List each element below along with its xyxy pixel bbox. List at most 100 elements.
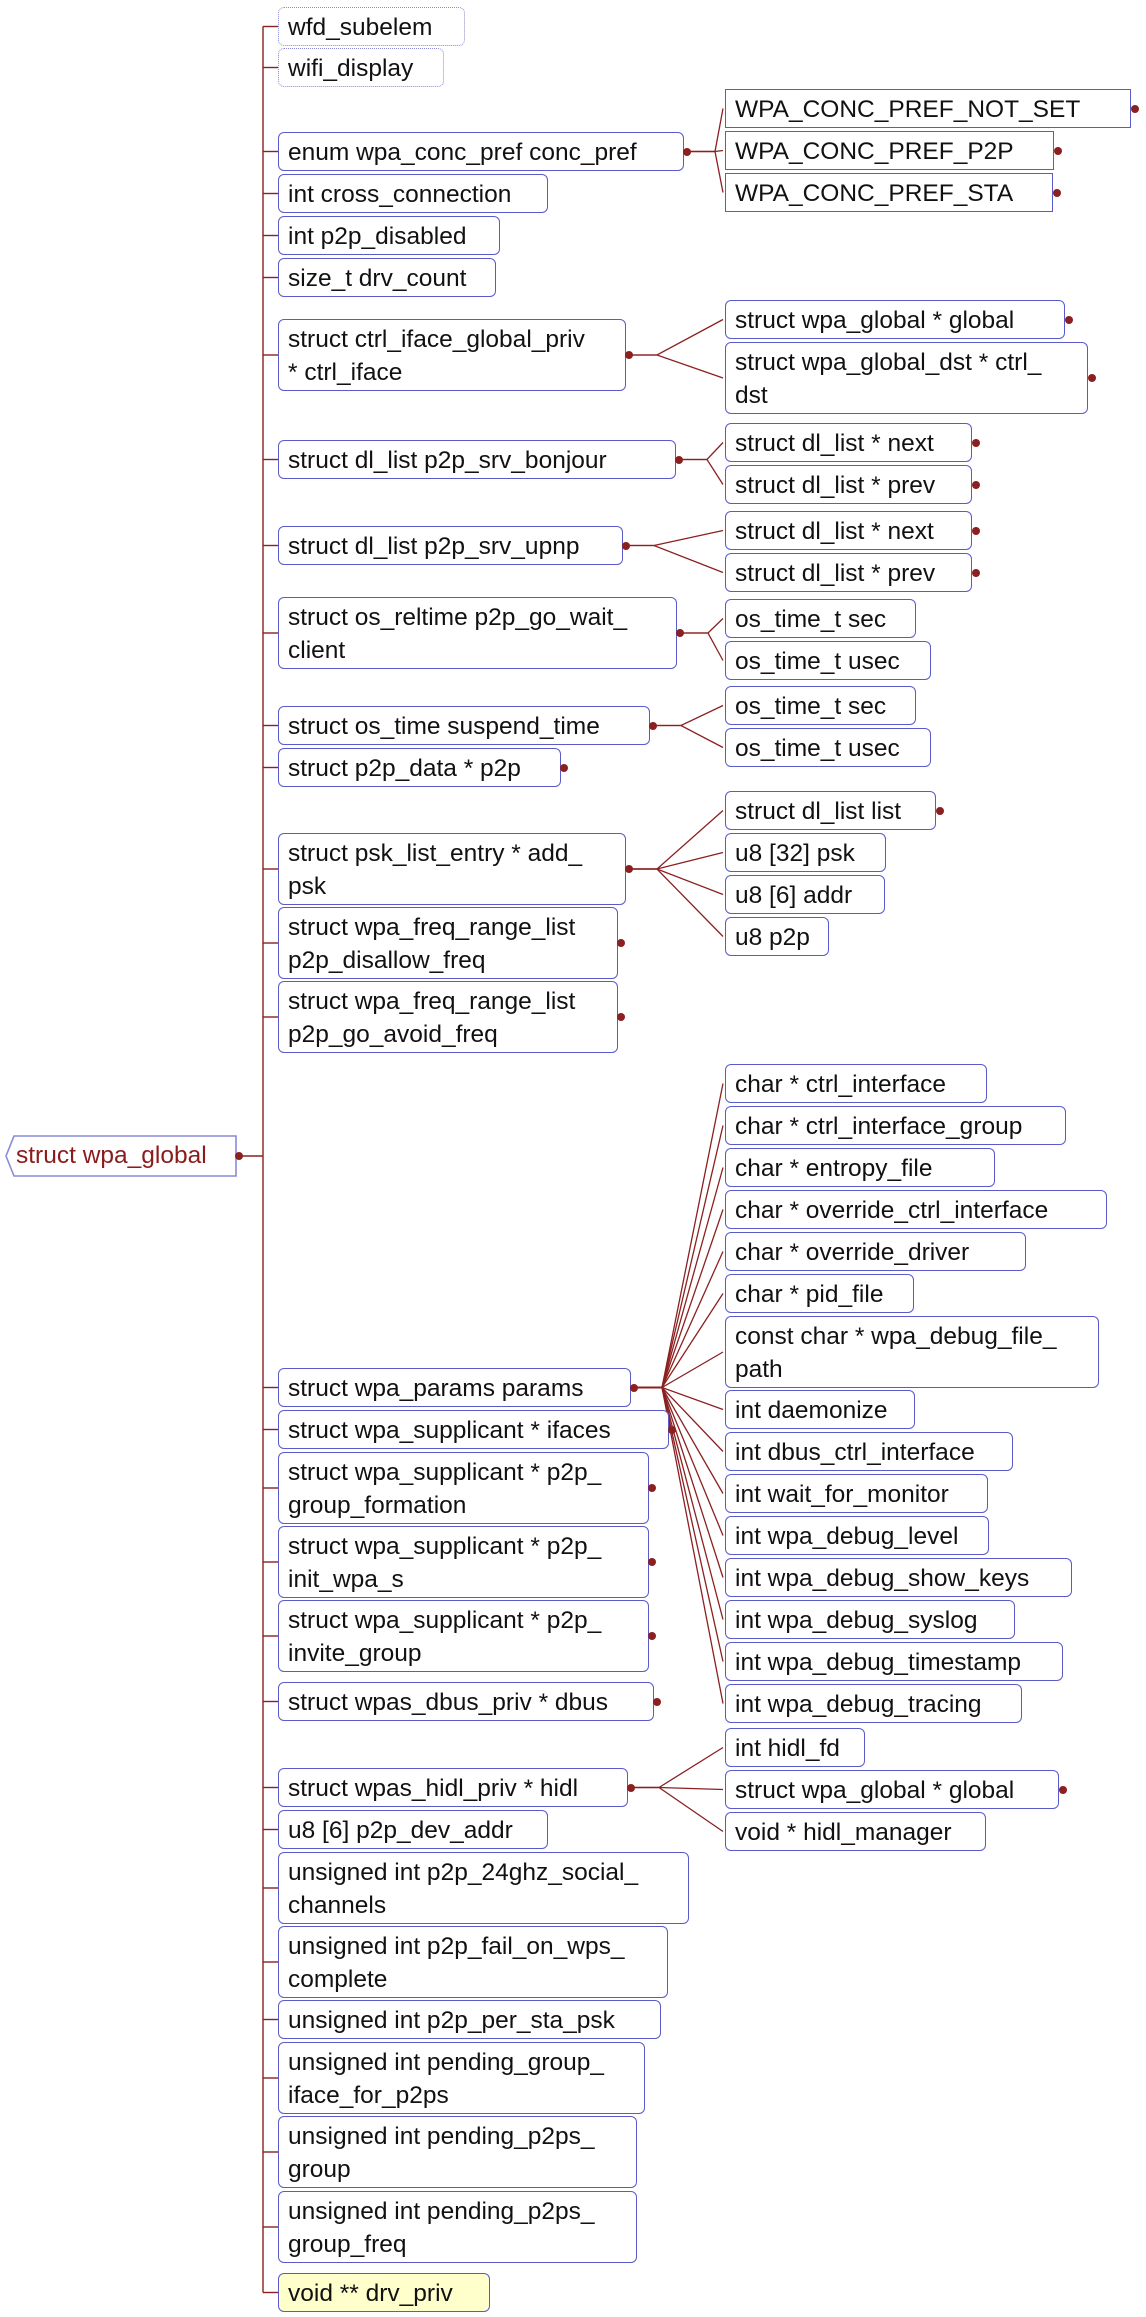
field-unsigned-int-pending-p2ps-group: unsigned int pending_p2ps_ group bbox=[278, 2116, 637, 2188]
edge-to-params-int-daemonize bbox=[634, 1386, 724, 1411]
field-struct-dl-list-p2p-srv-upnp: struct dl_list p2p_srv_upnp bbox=[278, 526, 623, 565]
child-ctrl-iface-struct-wpa-global-global: struct wpa_global * global bbox=[725, 300, 1065, 339]
child-bonjour-struct-dl-list-prev: struct dl_list * prev bbox=[725, 465, 972, 504]
child-params-int-wpa-debug-syslog: int wpa_debug_syslog bbox=[725, 1600, 1015, 1639]
child-params-const-char-wpa-debug-file-path: const char * wpa_debug_file_ path bbox=[725, 1316, 1099, 1388]
child-conc-pref-wpa-conc-pref-p2p: WPA_CONC_PREF_P2P bbox=[725, 131, 1054, 170]
field-struct-wpa-supplicant-ifaces: struct wpa_supplicant * ifaces bbox=[278, 1410, 669, 1449]
field-wifi-display: wifi_display bbox=[278, 48, 444, 87]
edge-to-params-char-entropy-file bbox=[634, 1167, 724, 1389]
connector-dot-struct-dl-list-p2p-srv-upnp bbox=[622, 541, 630, 550]
root-node: struct wpa_global bbox=[16, 1142, 207, 1169]
child-go-wait-os-time-t-usec: os_time_t usec bbox=[725, 641, 931, 680]
expand-dot-struct-wpa-freq-range-list-p2p-disallow-freq bbox=[617, 939, 625, 947]
expand-dot-ctrl-iface-struct-wpa-global-dst-ctrl-dst bbox=[1088, 374, 1096, 382]
expand-dot-add-psk-struct-dl-list-list bbox=[936, 806, 944, 815]
edge-to-conc-pref-wpa-conc-pref-sta bbox=[687, 150, 724, 193]
connector-dot-struct-wpa-params-params bbox=[630, 1383, 638, 1392]
expand-dot-bonjour-struct-dl-list-next bbox=[972, 438, 980, 447]
expand-dot-upnp-struct-dl-list-prev bbox=[972, 568, 980, 577]
edge-to-bonjour-struct-dl-list-prev bbox=[679, 458, 724, 485]
child-params-char-override-ctrl-interface: char * override_ctrl_interface bbox=[725, 1190, 1107, 1229]
child-params-int-wpa-debug-tracing: int wpa_debug_tracing bbox=[725, 1684, 1022, 1723]
child-upnp-struct-dl-list-prev: struct dl_list * prev bbox=[725, 553, 972, 592]
field-struct-wpa-supplicant-p2p-group-formation: struct wpa_supplicant * p2p_ group_forma… bbox=[278, 1452, 649, 1524]
edge-to-bonjour-struct-dl-list-next bbox=[679, 442, 724, 461]
expand-dot-upnp-struct-dl-list-next bbox=[972, 526, 980, 535]
child-params-char-pid-file: char * pid_file bbox=[725, 1274, 914, 1313]
edge-to-go-wait-os-time-t-usec bbox=[680, 632, 724, 661]
edge-to-hidl-void-hidl-manager bbox=[631, 1786, 724, 1833]
child-hidl-int-hidl-fd: int hidl_fd bbox=[725, 1728, 865, 1767]
field-struct-wpa-freq-range-list-p2p-go-avoid-freq: struct wpa_freq_range_list p2p_go_avoid_… bbox=[278, 981, 618, 1053]
field-struct-wpa-freq-range-list-p2p-disallow-freq: struct wpa_freq_range_list p2p_disallow_… bbox=[278, 907, 618, 979]
child-params-char-entropy-file: char * entropy_file bbox=[725, 1148, 995, 1187]
root-connector-dot bbox=[235, 1152, 243, 1160]
expand-dot-struct-wpa-supplicant-p2p-init-wpa-s bbox=[648, 1558, 656, 1566]
child-params-int-wpa-debug-show-keys: int wpa_debug_show_keys bbox=[725, 1558, 1072, 1597]
field-unsigned-int-pending-group-iface-for-p2ps: unsigned int pending_group_ iface_for_p2… bbox=[278, 2042, 645, 2114]
field-enum-wpa-conc-pref-conc-pref: enum wpa_conc_pref conc_pref bbox=[278, 132, 684, 171]
connector-dot-struct-os-reltime-p2p-go-wait-client bbox=[676, 629, 684, 637]
child-hidl-struct-wpa-global-global: struct wpa_global * global bbox=[725, 1770, 1059, 1809]
field-unsigned-int-pending-p2ps-group-freq: unsigned int pending_p2ps_ group_freq bbox=[278, 2191, 637, 2263]
field-wfd-subelem: wfd_subelem bbox=[278, 7, 465, 46]
expand-dot-hidl-struct-wpa-global-global bbox=[1059, 1785, 1067, 1794]
expand-dot-conc-pref-wpa-conc-pref-p2p bbox=[1054, 146, 1062, 155]
child-upnp-struct-dl-list-next: struct dl_list * next bbox=[725, 511, 972, 550]
child-suspend-os-time-t-sec: os_time_t sec bbox=[725, 686, 916, 725]
expand-dot-conc-pref-wpa-conc-pref-not-set bbox=[1131, 104, 1139, 113]
child-add-psk-u8-6-addr: u8 [6] addr bbox=[725, 875, 885, 914]
child-params-int-wpa-debug-level: int wpa_debug_level bbox=[725, 1516, 989, 1555]
edge-to-upnp-struct-dl-list-next bbox=[626, 529, 724, 547]
child-params-char-ctrl-interface: char * ctrl_interface bbox=[725, 1064, 987, 1103]
expand-dot-struct-wpa-supplicant-p2p-invite-group bbox=[648, 1632, 656, 1640]
field-struct-wpas-dbus-priv-dbus: struct wpas_dbus_priv * dbus bbox=[278, 1682, 654, 1721]
edge-to-ctrl-iface-struct-wpa-global-dst-ctrl-dst bbox=[629, 354, 724, 379]
connector-dot-struct-ctrl-iface-global-priv-ctrl-iface bbox=[625, 351, 633, 359]
connector-dot-struct-psk-list-entry-add-psk bbox=[625, 865, 633, 873]
field-int-p2p-disabled: int p2p_disabled bbox=[278, 216, 500, 255]
connector-dot-struct-wpas-hidl-priv-hidl bbox=[627, 1783, 635, 1792]
edge-to-suspend-os-time-t-usec bbox=[653, 724, 724, 749]
edge-to-upnp-struct-dl-list-prev bbox=[626, 544, 724, 574]
edge-to-suspend-os-time-t-sec bbox=[653, 704, 724, 727]
child-conc-pref-wpa-conc-pref-not-set: WPA_CONC_PREF_NOT_SET bbox=[725, 89, 1131, 128]
connector-dot-struct-os-time-suspend-time bbox=[649, 721, 657, 730]
field-unsigned-int-p2p-fail-on-wps-complete: unsigned int p2p_fail_on_wps_ complete bbox=[278, 1926, 668, 1998]
child-suspend-os-time-t-usec: os_time_t usec bbox=[725, 728, 931, 767]
field-u8-6-p2p-dev-addr: u8 [6] p2p_dev_addr bbox=[278, 1810, 548, 1849]
field-unsigned-int-p2p-per-sta-psk: unsigned int p2p_per_sta_psk bbox=[278, 2000, 661, 2039]
child-hidl-void-hidl-manager: void * hidl_manager bbox=[725, 1812, 986, 1851]
edge-to-params-char-ctrl-interface bbox=[634, 1083, 724, 1389]
field-unsigned-int-p2p-24ghz-social-channels: unsigned int p2p_24ghz_social_ channels bbox=[278, 1852, 689, 1924]
field-struct-dl-list-p2p-srv-bonjour: struct dl_list p2p_srv_bonjour bbox=[278, 440, 676, 479]
field-int-cross-connection: int cross_connection bbox=[278, 174, 548, 213]
edge-to-params-char-ctrl-interface-group bbox=[634, 1125, 724, 1389]
child-params-int-dbus-ctrl-interface: int dbus_ctrl_interface bbox=[725, 1432, 1013, 1471]
edge-to-add-psk-u8-p2p bbox=[629, 868, 724, 937]
connector-dot-enum-wpa-conc-pref-conc-pref bbox=[683, 147, 691, 156]
edge-to-add-psk-u8-32-psk bbox=[629, 851, 724, 870]
field-struct-os-reltime-p2p-go-wait-client: struct os_reltime p2p_go_wait_ client bbox=[278, 597, 677, 669]
expand-dot-struct-wpas-dbus-priv-dbus bbox=[653, 1697, 661, 1706]
child-add-psk-struct-dl-list-list: struct dl_list list bbox=[725, 791, 936, 830]
expand-dot-ctrl-iface-struct-wpa-global-global bbox=[1065, 315, 1073, 324]
edge-to-go-wait-os-time-t-sec bbox=[680, 618, 724, 634]
edge-to-add-psk-struct-dl-list-list bbox=[629, 810, 724, 870]
child-params-int-wait-for-monitor: int wait_for_monitor bbox=[725, 1474, 988, 1513]
child-add-psk-u8-32-psk: u8 [32] psk bbox=[725, 833, 886, 872]
field-struct-psk-list-entry-add-psk: struct psk_list_entry * add_ psk bbox=[278, 833, 626, 905]
field-struct-os-time-suspend-time: struct os_time suspend_time bbox=[278, 706, 650, 745]
field-struct-ctrl-iface-global-priv-ctrl-iface: struct ctrl_iface_global_priv * ctrl_ifa… bbox=[278, 319, 626, 391]
child-ctrl-iface-struct-wpa-global-dst-ctrl-dst: struct wpa_global_dst * ctrl_ dst bbox=[725, 342, 1088, 414]
expand-dot-struct-wpa-freq-range-list-p2p-go-avoid-freq bbox=[617, 1013, 625, 1021]
field-size-t-drv-count: size_t drv_count bbox=[278, 258, 496, 297]
child-go-wait-os-time-t-sec: os_time_t sec bbox=[725, 599, 916, 638]
child-conc-pref-wpa-conc-pref-sta: WPA_CONC_PREF_STA bbox=[725, 173, 1053, 212]
child-add-psk-u8-p2p: u8 p2p bbox=[725, 917, 829, 956]
edge-to-hidl-int-hidl-fd bbox=[631, 1746, 724, 1789]
child-params-int-daemonize: int daemonize bbox=[725, 1390, 915, 1429]
